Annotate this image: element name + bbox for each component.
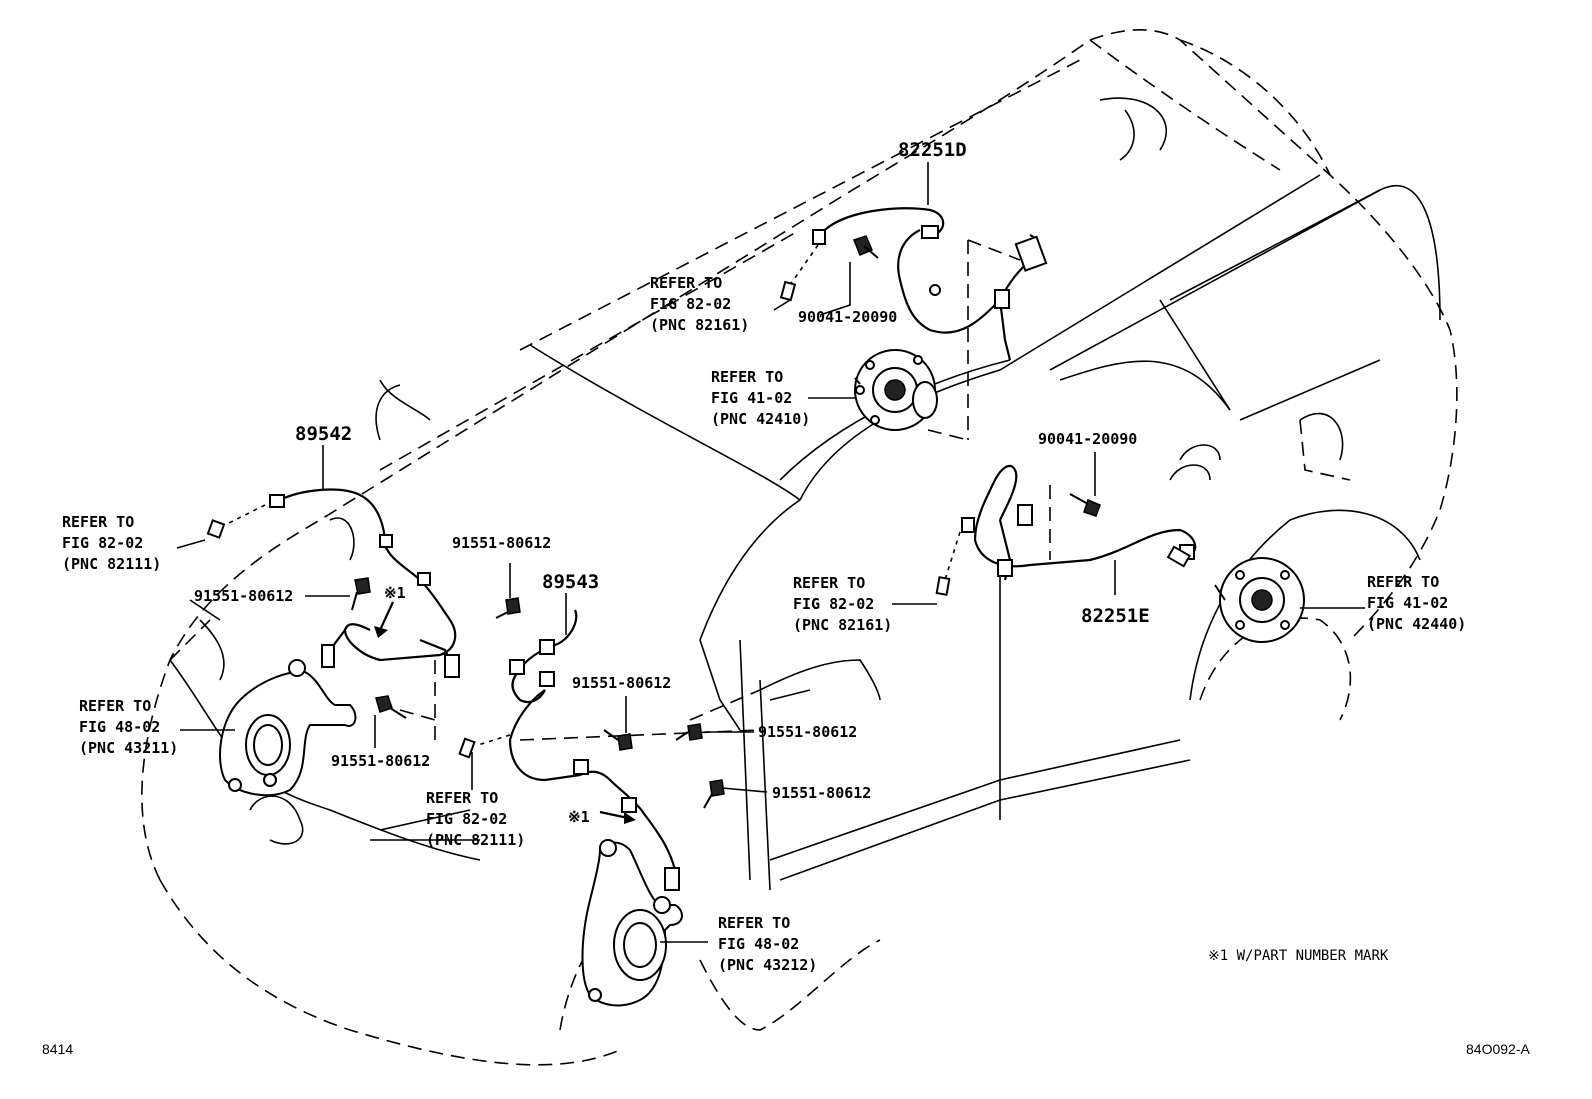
refer-rr-upper-wire: REFER TO FIG 82-02 (PNC 82161)	[650, 274, 749, 334]
svg-text:FIG 41-02: FIG 41-02	[711, 389, 792, 407]
bolt-90041-upper	[853, 235, 879, 259]
knuckle-right	[581, 839, 683, 1007]
mark-1-right: ※1	[568, 808, 590, 826]
svg-text:(PNC 42410): (PNC 42410)	[711, 410, 810, 428]
label-91551-d: 91551-80612	[572, 674, 671, 692]
svg-text:FIG 41-02: FIG 41-02	[1367, 594, 1448, 612]
footer-left-code: 8414	[42, 1041, 73, 1057]
label-82251E: 82251E	[1081, 605, 1150, 627]
svg-text:(PNC 43212): (PNC 43212)	[718, 956, 817, 974]
leader-lines	[176, 162, 1365, 943]
label-91551-b: 91551-80612	[331, 752, 430, 770]
refer-fr-right-knuckle: REFER TO FIG 48-02 (PNC 43212)	[718, 914, 817, 974]
svg-text:REFER TO: REFER TO	[793, 574, 865, 592]
svg-text:(PNC 82111): (PNC 82111)	[426, 831, 525, 849]
label-91551-a: 91551-80612	[194, 587, 293, 605]
svg-text:REFER TO: REFER TO	[1367, 573, 1439, 591]
mark-1-left: ※1	[384, 584, 406, 602]
refer-rr-center-wire: REFER TO FIG 82-02 (PNC 82161)	[793, 574, 892, 634]
label-90041-right: 90041-20090	[1038, 430, 1137, 448]
label-91551-f: 91551-80612	[772, 784, 871, 802]
bolt-91551-b	[375, 695, 407, 719]
svg-text:(PNC 82161): (PNC 82161)	[650, 316, 749, 334]
refer-rr-right-hub: REFER TO FIG 41-02 (PNC 42440)	[1367, 573, 1466, 633]
vehicle-outline	[141, 29, 1458, 1066]
footer-right-code: 84O092-A	[1466, 1041, 1530, 1057]
sensor-82251E	[961, 464, 1197, 581]
bolt-91551-d	[603, 729, 633, 751]
sensor-89542	[269, 488, 460, 678]
sensor-89543	[508, 609, 680, 891]
svg-text:FIG 82-02: FIG 82-02	[426, 810, 507, 828]
svg-text:(PNC 82111): (PNC 82111)	[62, 555, 161, 573]
svg-text:FIG 48-02: FIG 48-02	[718, 935, 799, 953]
svg-text:REFER TO: REFER TO	[718, 914, 790, 932]
label-91551-e: 91551-80612	[758, 723, 857, 741]
bolt-91551-f	[703, 779, 725, 809]
label-89542: 89542	[295, 423, 352, 445]
refer-fr-left-knuckle: REFER TO FIG 48-02 (PNC 43211)	[79, 697, 178, 757]
refer-fr-left-wire: REFER TO FIG 82-02 (PNC 82111)	[62, 513, 161, 573]
svg-text:(PNC 82161): (PNC 82161)	[793, 616, 892, 634]
note-part-number-mark: ※1 W/PART NUMBER MARK	[1208, 948, 1389, 964]
svg-text:FIG 48-02: FIG 48-02	[79, 718, 160, 736]
bolt-90041-right	[1069, 493, 1101, 517]
refer-rr-upper-hub: REFER TO FIG 41-02 (PNC 42410)	[711, 368, 810, 428]
rear-hub-upper	[854, 349, 938, 431]
sensor-82251D	[812, 207, 1048, 361]
label-91551-c: 91551-80612	[452, 534, 551, 552]
bolt-91551-a	[351, 577, 371, 611]
rear-hub-right	[1214, 557, 1305, 643]
svg-text:REFER TO: REFER TO	[62, 513, 134, 531]
knuckle-left	[219, 659, 357, 797]
bolt-91551-c	[495, 597, 521, 619]
label-90041-upper: 90041-20090	[798, 308, 897, 326]
svg-text:FIG 82-02: FIG 82-02	[62, 534, 143, 552]
label-82251D: 82251D	[898, 139, 967, 161]
svg-text:REFER TO: REFER TO	[711, 368, 783, 386]
svg-text:REFER TO: REFER TO	[650, 274, 722, 292]
svg-text:(PNC 42440): (PNC 42440)	[1367, 615, 1466, 633]
svg-text:(PNC 43211): (PNC 43211)	[79, 739, 178, 757]
svg-text:REFER TO: REFER TO	[79, 697, 151, 715]
label-89543: 89543	[542, 571, 599, 593]
part-number-labels: 82251D 82251E 89542 89543 90041-20090 90…	[194, 139, 1150, 826]
svg-text:REFER TO: REFER TO	[426, 789, 498, 807]
svg-text:FIG 82-02: FIG 82-02	[793, 595, 874, 613]
refer-fr-center-wire: REFER TO FIG 82-02 (PNC 82111)	[426, 789, 525, 849]
bolt-91551-e	[675, 723, 703, 741]
svg-text:FIG 82-02: FIG 82-02	[650, 295, 731, 313]
